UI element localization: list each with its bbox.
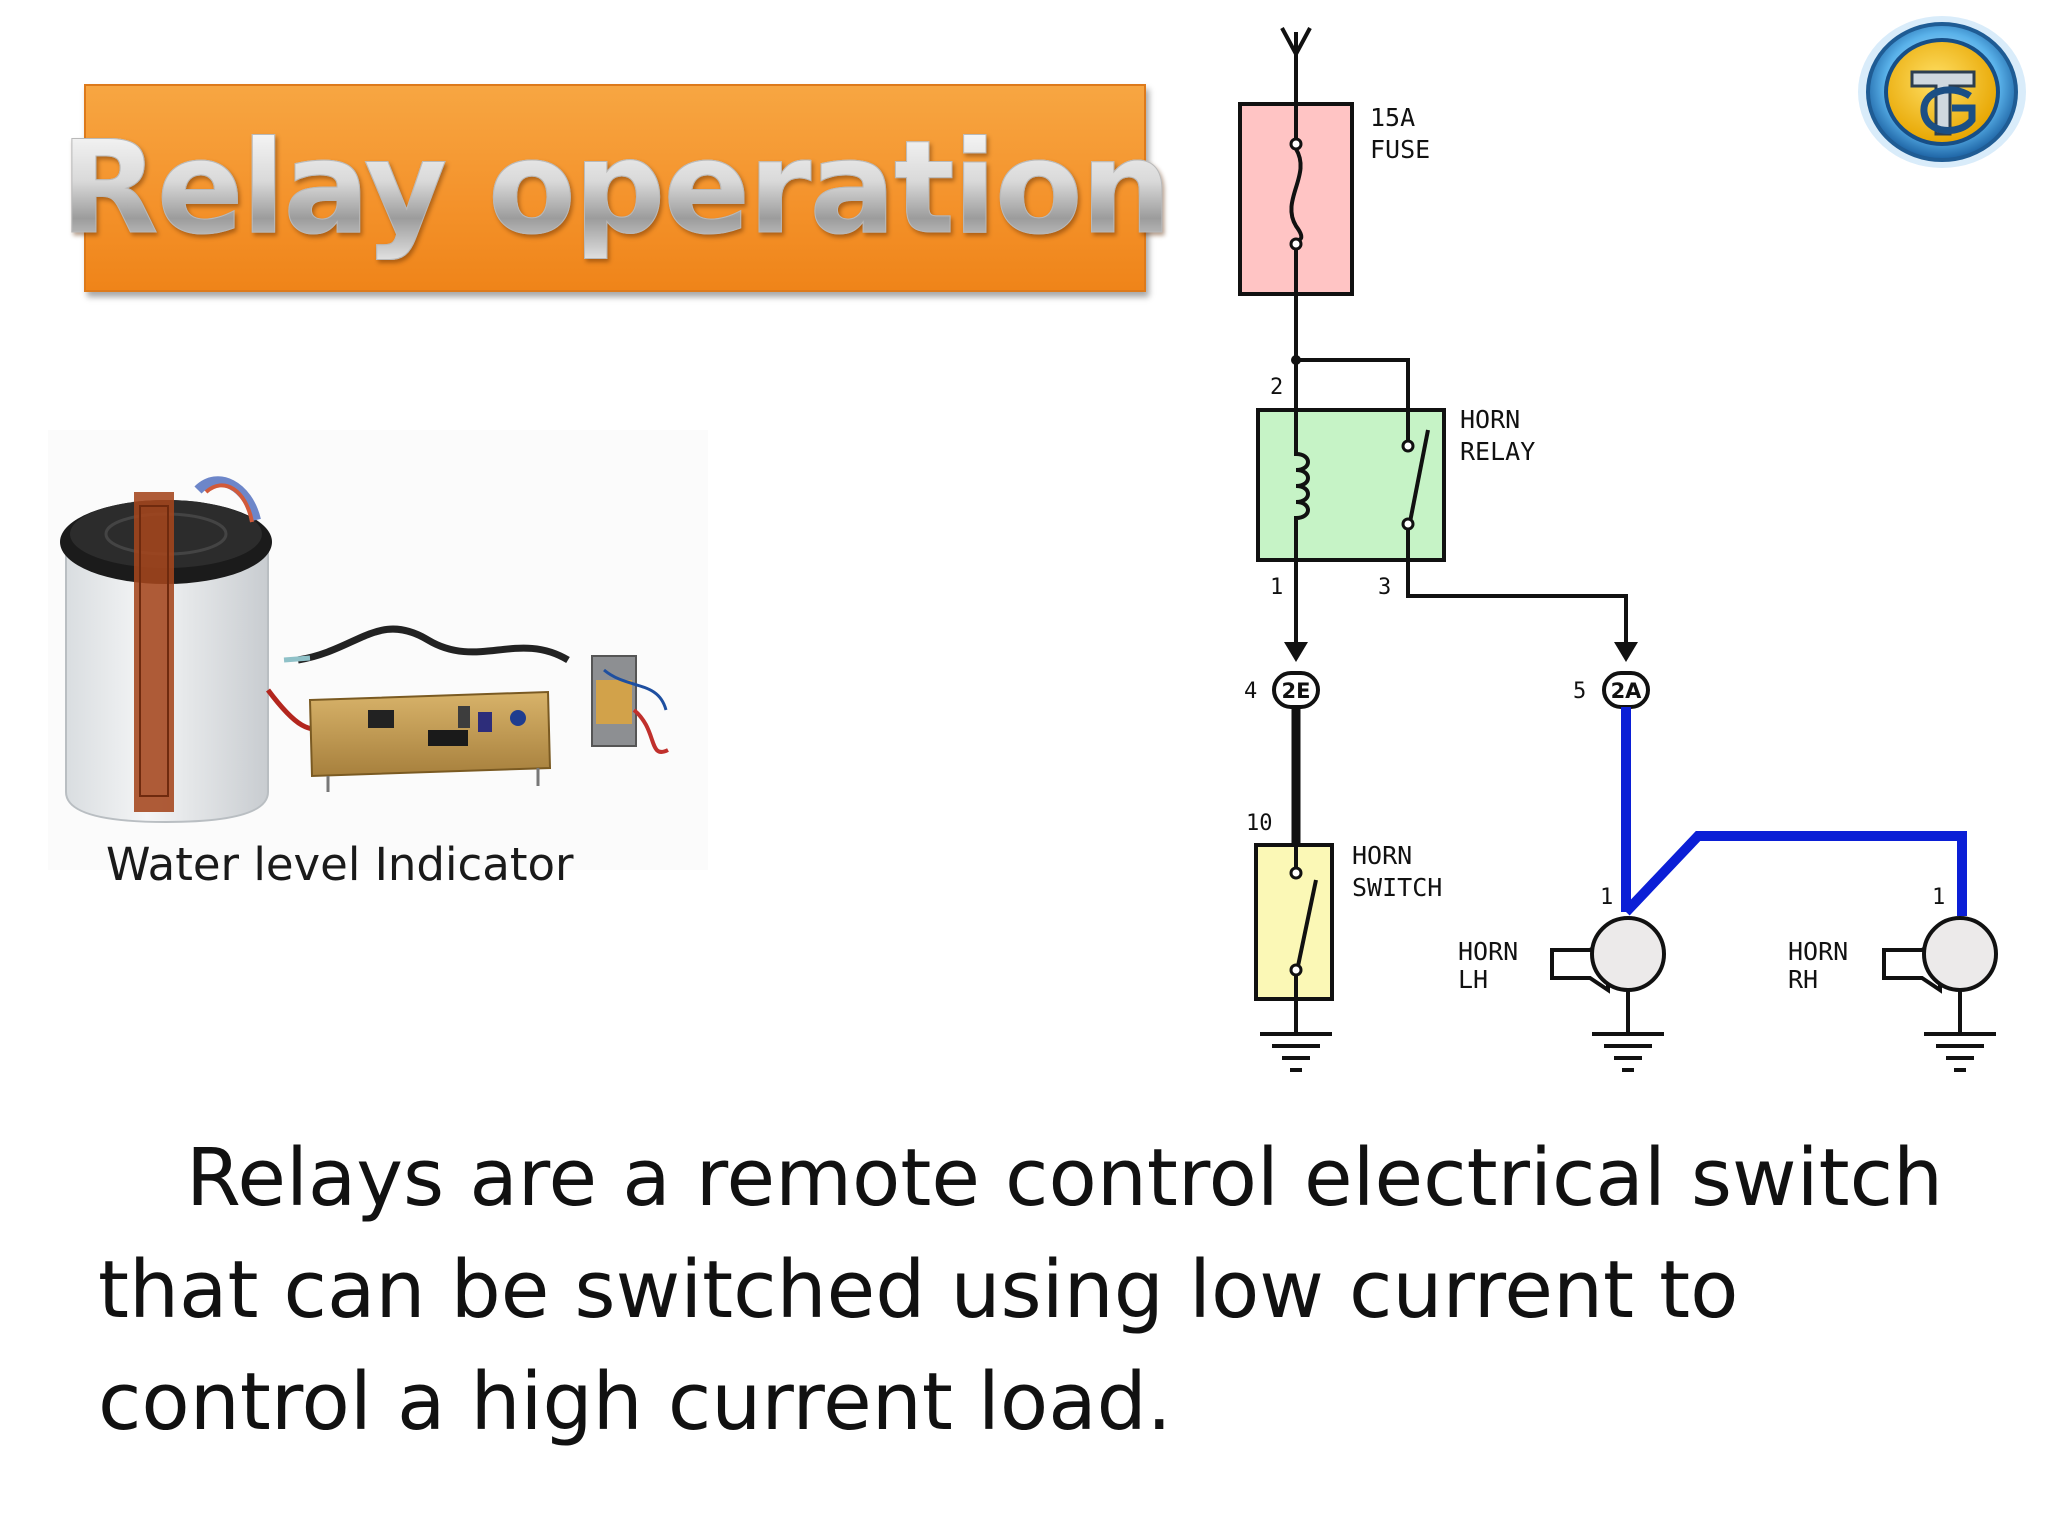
load-wire [1621, 707, 1967, 916]
horn-rh-pin: 1 [1932, 885, 1945, 910]
power-supply-symbol [1280, 27, 1312, 104]
connector-2a-code: 2A [1611, 679, 1643, 703]
body-text: Relays are a remote control electrical s… [98, 1132, 1944, 1448]
horn-rh-label-line1: HORN [1788, 937, 1848, 966]
ground-icon [1924, 1032, 1996, 1072]
relay-label-line2: RELAY [1460, 437, 1535, 466]
fuse-label-rating: 15A [1370, 103, 1415, 132]
horn-relay-circuit-diagram: 15A FUSE 2 HORN RELAY 1 3 [1238, 27, 1998, 1072]
relay-pin-1: 1 [1270, 575, 1283, 600]
water-level-indicator-photo [48, 430, 708, 870]
title-banner: Relay operation [60, 84, 1172, 292]
horn-lh-label-line1: HORN [1458, 937, 1518, 966]
connector-2a-pin: 5 [1573, 679, 1586, 704]
logo-icon [1858, 16, 2026, 168]
horn-switch-label-line1: HORN [1352, 841, 1412, 870]
horn-switch [1254, 843, 1334, 1034]
horn-relay [1256, 408, 1446, 562]
fuse-label-name: FUSE [1370, 135, 1430, 164]
ground-icon [1592, 1032, 1664, 1072]
connector-2e-code: 2E [1282, 679, 1311, 703]
horn-lh [1550, 916, 1666, 1034]
relay-label-line1: HORN [1460, 405, 1520, 434]
horn-switch-pin: 10 [1246, 811, 1273, 836]
horn-rh-label-line2: RH [1788, 965, 1818, 994]
connector-2e-pin: 4 [1244, 679, 1257, 704]
connector-2e: 2E [1272, 671, 1320, 709]
photo-caption: Water level Indicator [106, 838, 574, 891]
horn-switch-label-line2: SWITCH [1352, 873, 1442, 902]
ground-icon [1260, 1032, 1332, 1072]
relay-pin-3: 3 [1378, 575, 1391, 600]
slide-title: Relay operation [60, 113, 1173, 263]
relay-pin-2: 2 [1270, 375, 1283, 400]
horn-lh-pin: 1 [1600, 885, 1613, 910]
horn-lh-label-line2: LH [1458, 965, 1488, 994]
fuse [1238, 102, 1354, 296]
horn-rh [1882, 916, 1998, 1034]
connector-2a: 2A [1602, 671, 1650, 709]
